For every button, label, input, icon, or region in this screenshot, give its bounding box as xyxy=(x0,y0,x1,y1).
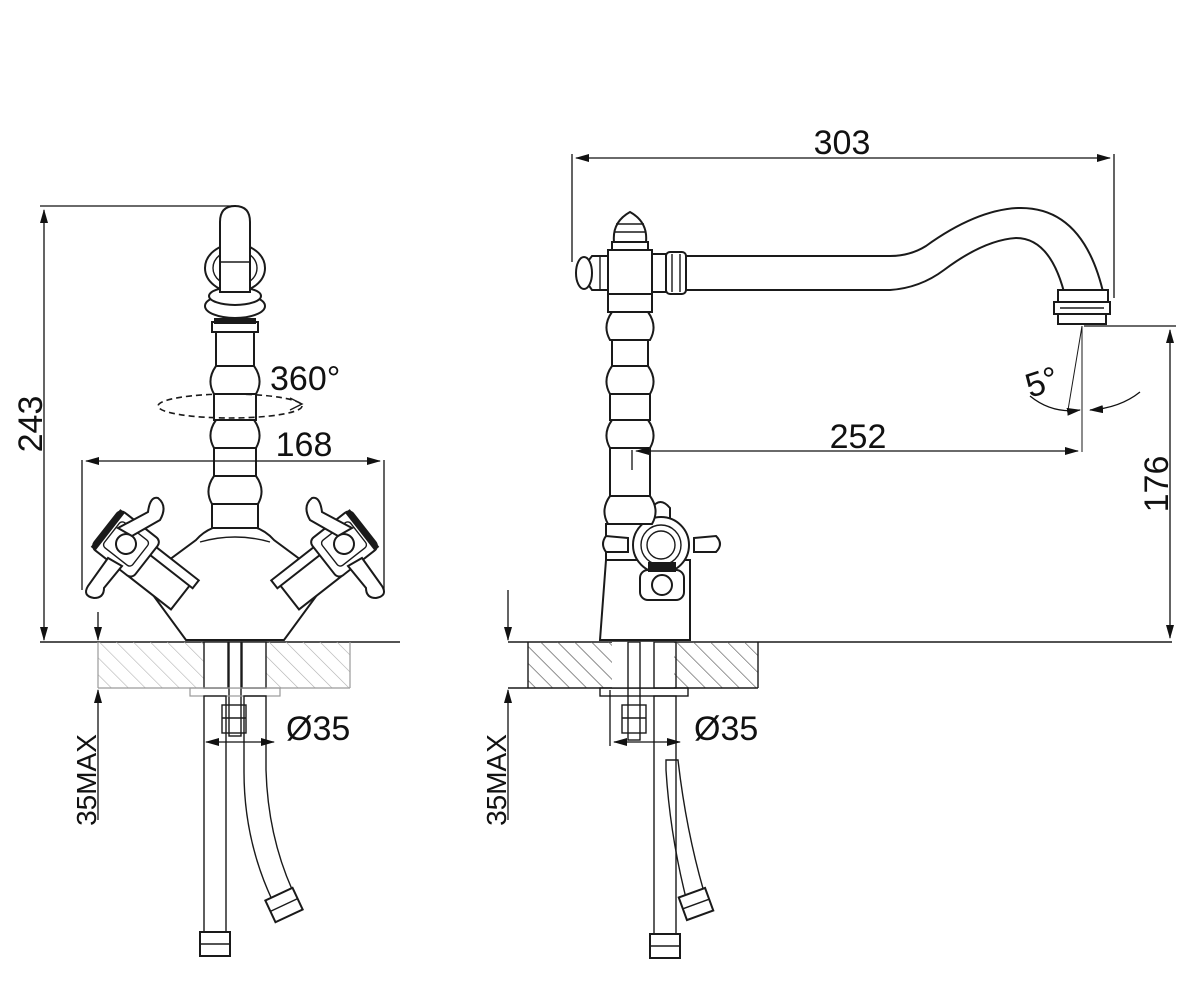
front-max-thickness-dimension: 35MAX xyxy=(71,612,102,826)
side-view: 5° 303 252 176 Ø35 xyxy=(481,124,1176,959)
front-right-handle xyxy=(269,496,385,611)
front-left-handle xyxy=(85,496,201,611)
spout-reach-label: 252 xyxy=(830,418,887,456)
front-pipe-diameter-dimension: Ø35 xyxy=(205,710,350,748)
side-spout xyxy=(651,206,1111,325)
reach-dimension: 303 xyxy=(571,124,1115,298)
spout-angle-indicator: 5° xyxy=(1021,325,1141,452)
front-view: 243 168 360° Ø35 35MAX xyxy=(12,204,400,957)
spout-height-label: 176 xyxy=(1138,456,1176,513)
side-column xyxy=(575,210,657,525)
rotation-indicator xyxy=(157,393,303,419)
side-max-thickness-label: 35MAX xyxy=(481,734,512,826)
side-mounting-shank xyxy=(599,641,689,741)
front-width-dimension: 168 xyxy=(81,426,385,590)
front-pipe-diameter-label: Ø35 xyxy=(286,710,350,748)
angle-label: 5° xyxy=(1021,359,1064,405)
front-supply-hoses xyxy=(199,695,304,957)
front-width-label: 168 xyxy=(276,426,333,464)
side-pipe-diameter-label: Ø35 xyxy=(694,710,758,748)
rotation-label: 360° xyxy=(270,360,340,398)
front-max-thickness-label: 35MAX xyxy=(71,734,102,826)
front-height-dimension: 243 xyxy=(12,205,236,641)
side-pipe-diameter-dimension: Ø35 xyxy=(609,690,758,748)
side-supply-hoses xyxy=(649,695,715,959)
spout-reach-dimension: 252 xyxy=(631,418,1079,470)
front-height-label: 243 xyxy=(12,396,50,453)
front-spout xyxy=(204,204,266,293)
front-column xyxy=(204,286,266,529)
front-mounting-shank xyxy=(189,641,281,737)
side-handle xyxy=(602,501,721,601)
spout-height-dimension: 176 xyxy=(1084,325,1176,639)
reach-label: 303 xyxy=(814,124,871,162)
side-max-thickness-dimension: 35MAX xyxy=(481,590,512,826)
